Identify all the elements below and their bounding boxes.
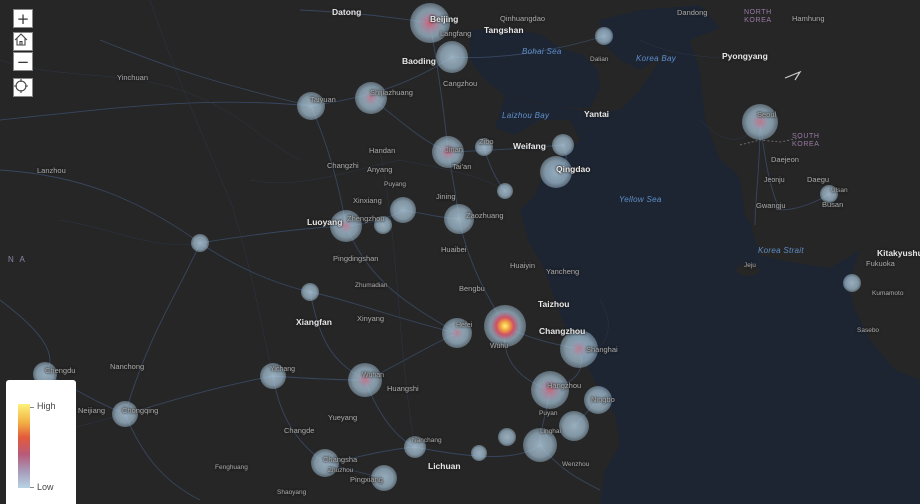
home-button[interactable]: [13, 32, 33, 51]
heat-point-core: [339, 219, 353, 233]
zoom-in-button[interactable]: +: [13, 9, 33, 28]
heat-point: [444, 204, 474, 234]
locate-button[interactable]: [13, 78, 33, 97]
heat-point-core: [356, 371, 374, 389]
china-label: N A: [8, 255, 27, 264]
heat-point: [260, 363, 286, 389]
heat-point: [498, 428, 516, 446]
home-icon: [14, 33, 28, 46]
korea-strait-label: Korea Strait: [758, 246, 804, 255]
heat-point-core: [490, 311, 520, 341]
minus-icon: −: [16, 52, 30, 71]
heat-point: [523, 428, 557, 462]
heat-point: [112, 401, 138, 427]
heat-point: [301, 283, 319, 301]
legend-color-ramp: [18, 404, 30, 488]
crosshair-icon: [14, 79, 28, 93]
yellow-sea-label: Yellow Sea: [619, 195, 662, 204]
heat-point: [371, 465, 397, 491]
heat-point-core: [539, 379, 561, 401]
heat-point: [559, 411, 589, 441]
heat-point-core: [751, 113, 769, 131]
heatmap-layer: [33, 3, 861, 491]
heat-point: [436, 41, 468, 73]
heat-point-core: [363, 90, 379, 106]
heat-point: [584, 386, 612, 414]
heat-point: [475, 138, 493, 156]
legend-low-label: Low: [37, 482, 54, 492]
heat-point: [497, 183, 513, 199]
heat-point: [390, 197, 416, 223]
heat-point-core: [439, 143, 457, 161]
heat-point: [540, 156, 572, 188]
heat-point: [191, 234, 209, 252]
heat-point: [311, 449, 339, 477]
heatmap-legend: High Low: [6, 380, 76, 504]
heat-point-core: [418, 11, 442, 35]
zoom-out-button[interactable]: −: [13, 52, 33, 71]
plus-icon: +: [16, 9, 30, 28]
legend-tick: [30, 487, 34, 488]
heat-point-core: [570, 340, 588, 358]
legend-high-label: High: [37, 401, 56, 411]
legend-tick: [30, 407, 34, 408]
heat-point: [404, 436, 426, 458]
south-korea-label: SOUTH KOREA: [792, 133, 820, 148]
korea-bay-label: Korea Bay: [636, 54, 677, 63]
heat-point: [471, 445, 487, 461]
heat-point: [595, 27, 613, 45]
heat-point: [843, 274, 861, 292]
heat-point: [552, 134, 574, 156]
laizhou-bay-label: Laizhou Bay: [502, 111, 550, 120]
heat-point: [297, 92, 325, 120]
heat-point: [374, 216, 392, 234]
heat-point-core: [450, 326, 464, 340]
heat-point: [820, 185, 838, 203]
north-korea-label: NORTH KOREA: [744, 9, 772, 24]
bohai-sea-label: Bohai Sea: [522, 47, 562, 56]
